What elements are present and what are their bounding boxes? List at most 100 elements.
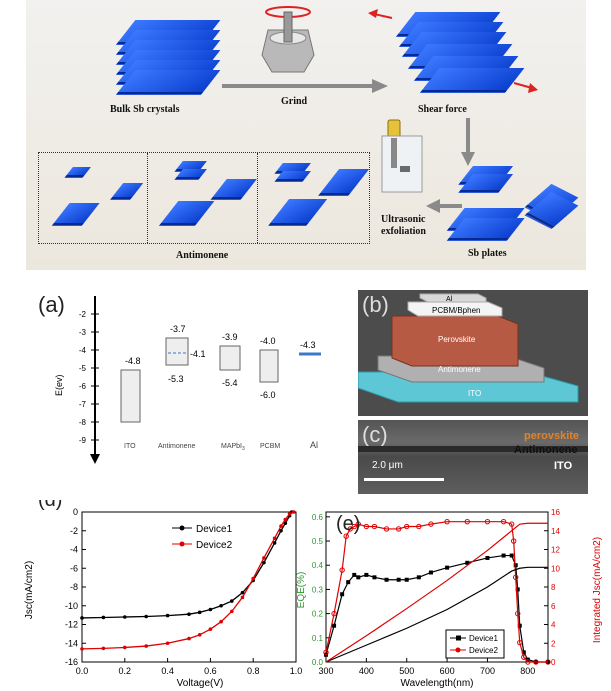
jv-point bbox=[197, 633, 202, 637]
jv-point bbox=[123, 615, 127, 619]
eqe-point bbox=[339, 567, 345, 573]
jv-xtick-label: 0.8 bbox=[247, 666, 260, 676]
eqe-xtick-label: 400 bbox=[359, 666, 374, 676]
layer-ito: ITO bbox=[468, 389, 481, 398]
eqe-y2tick-label: 2 bbox=[551, 639, 556, 648]
jv-point bbox=[292, 510, 296, 514]
jv-point bbox=[272, 541, 277, 545]
jv-point bbox=[144, 614, 148, 619]
eqe-legend: Device1 Device2 bbox=[445, 629, 505, 659]
exfoliation-schematic: Bulk Sb crystals Grind Shear force bbox=[26, 0, 586, 270]
jv-point bbox=[219, 619, 223, 624]
eqe-point bbox=[513, 563, 518, 568]
exfoliation-label: exfoliation bbox=[381, 226, 426, 237]
jv-point bbox=[123, 645, 127, 650]
eqe-xtick-label: 700 bbox=[480, 666, 495, 676]
jv-point bbox=[80, 647, 84, 651]
shear-arrow-left-icon bbox=[368, 9, 393, 19]
eqe-y2tick-label: 0 bbox=[551, 658, 556, 667]
jv-point bbox=[208, 627, 213, 631]
legend-device1: Device1 bbox=[196, 524, 233, 535]
mapbi-box bbox=[219, 345, 241, 371]
grind-arrow-icon bbox=[222, 79, 388, 93]
eqe-legend-device1: Device1 bbox=[469, 634, 498, 643]
energy-tick-label: -6 bbox=[79, 382, 87, 391]
eqe-point bbox=[428, 570, 433, 575]
sem-scale-label: 2.0 μm bbox=[372, 460, 403, 471]
eqe-point bbox=[371, 523, 378, 530]
jv-point bbox=[187, 612, 191, 616]
eqe-point bbox=[521, 654, 527, 660]
eqe-point bbox=[416, 575, 421, 580]
eqe-point bbox=[515, 610, 521, 617]
jv-point bbox=[230, 609, 234, 614]
sem-scale-bar bbox=[364, 478, 444, 481]
jv-legend: Device1 Device2 bbox=[172, 524, 233, 551]
eqe-point bbox=[363, 523, 370, 530]
antimonene-box bbox=[38, 152, 370, 244]
panel-d-letter: (d) bbox=[38, 500, 62, 511]
eqe-point bbox=[343, 533, 349, 539]
exfoliation-arrow-icon bbox=[426, 199, 462, 213]
energy-level-diagram: (a) -2-3-4-5-6-7-8-9 E(ev) -4.8 ITO -3.7… bbox=[0, 288, 340, 488]
eqe-point bbox=[404, 577, 409, 582]
eqe-point bbox=[500, 518, 507, 525]
pcbm-box bbox=[259, 349, 279, 383]
mapbi-bottom-value: -5.4 bbox=[222, 378, 238, 388]
sb-plates-label: Sb plates bbox=[468, 248, 507, 259]
jv-point bbox=[187, 636, 191, 641]
eqe-ytick-label: 0.1 bbox=[312, 634, 324, 643]
eqe-point bbox=[509, 553, 514, 558]
antimonene-bottom-value: -5.3 bbox=[168, 374, 184, 384]
eqe-point bbox=[517, 639, 523, 646]
layer-perovskite: Perovskite bbox=[438, 335, 476, 344]
jv-point bbox=[165, 641, 170, 646]
eqe-ytick-label: 0.3 bbox=[312, 585, 324, 594]
eqe-point bbox=[484, 518, 491, 525]
ultrasonic-label: Ultrasonic bbox=[381, 214, 426, 225]
al-top-value: -4.3 bbox=[300, 340, 316, 350]
eqe-point bbox=[384, 577, 389, 582]
eqe-y2tick-label: 6 bbox=[551, 602, 556, 611]
energy-tick-label: -8 bbox=[79, 418, 87, 427]
antimonene-mid-value: -4.1 bbox=[190, 349, 206, 359]
jv-ytick-label: 0 bbox=[73, 507, 78, 517]
jv-point bbox=[80, 616, 84, 620]
jv-point bbox=[283, 521, 288, 526]
eqe-point bbox=[347, 526, 353, 532]
eqe-point bbox=[501, 553, 506, 558]
energy-diagram-svg: -2-3-4-5-6-7-8-9 E(ev) -4.8 ITO -3.7 -4.… bbox=[54, 296, 321, 464]
ito-box bbox=[120, 369, 141, 423]
jv-point bbox=[272, 536, 277, 541]
jv-point bbox=[262, 560, 266, 565]
al-name: Al bbox=[310, 440, 318, 450]
grind-label: Grind bbox=[281, 96, 308, 107]
shear-arrow-right-icon bbox=[513, 82, 538, 93]
eqe-point bbox=[521, 650, 526, 655]
eqe-point bbox=[515, 587, 520, 592]
eqe-series-line-1 bbox=[325, 554, 548, 663]
eqe-point bbox=[340, 592, 345, 597]
device-svg: Al PCBM/Bphen Perovskite Antimonene ITO bbox=[358, 293, 579, 403]
eqe-xtick-label: 500 bbox=[399, 666, 414, 676]
grinder-icon bbox=[261, 6, 315, 73]
jv-point bbox=[101, 646, 106, 651]
eqe-y2label: Integrated Jsc(mA/cm2) bbox=[592, 537, 603, 643]
jv-ytick-label: -8 bbox=[70, 582, 78, 592]
shear-label: Shear force bbox=[418, 104, 467, 115]
jv-xtick-label: 0.4 bbox=[161, 666, 174, 676]
eqe-point bbox=[355, 521, 361, 527]
bulk-sb-stack bbox=[96, 20, 221, 100]
eqe-point bbox=[465, 560, 470, 565]
jv-ytick-label: -2 bbox=[70, 526, 78, 536]
panel-e-letter: (e) bbox=[336, 513, 360, 535]
layer-pcbm: PCBM/Bphen bbox=[432, 306, 480, 315]
eqe-point bbox=[332, 623, 337, 628]
jv-point bbox=[283, 517, 288, 522]
jv-xlabel: Voltage(V) bbox=[177, 678, 224, 689]
eqe-y2tick-label: 4 bbox=[551, 621, 556, 630]
jv-series-line-2 bbox=[81, 511, 295, 650]
jv-ylabel: Jsc(mA/cm2) bbox=[24, 561, 35, 619]
